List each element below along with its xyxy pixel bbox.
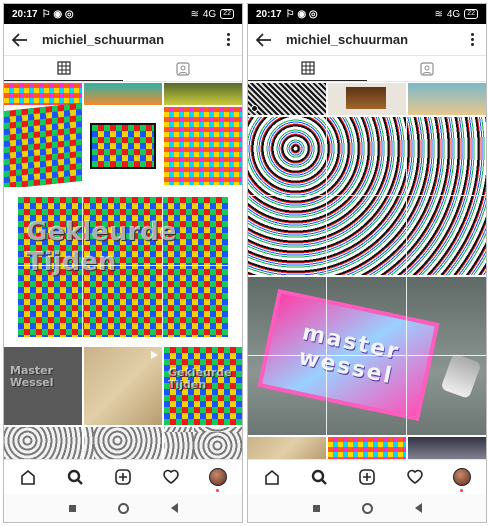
post-thumbnail[interactable] <box>328 83 406 115</box>
poster-image: master wessel <box>257 288 440 422</box>
post-thumbnail[interactable] <box>164 83 242 105</box>
back-triangle-icon[interactable] <box>170 503 178 513</box>
post-thumbnail[interactable] <box>4 102 82 190</box>
back-arrow-icon[interactable] <box>256 31 274 49</box>
post-thumbnail[interactable] <box>328 437 406 459</box>
image-text: Master Wessel <box>10 364 54 389</box>
bottom-nav <box>4 459 242 494</box>
notification-icons: ⚐ ◉ ◎ <box>41 8 74 20</box>
carousel-icon <box>251 105 258 112</box>
system-nav-bar <box>4 494 242 522</box>
new-post-icon[interactable] <box>356 466 378 488</box>
profile-tabs <box>248 56 486 82</box>
phone-screen-right: 20:17 ⚐ ◉ ◎ ≋ 4G 22 michiel_schuurman <box>247 3 487 523</box>
bottom-nav <box>248 459 486 494</box>
post-thumbnail[interactable]: Master Wessel <box>4 347 82 425</box>
post-grid: master wessel <box>248 83 486 459</box>
post-thumbnail-large[interactable]: Gekleurde Tijden <box>4 187 242 345</box>
profile-username: michiel_schuurman <box>286 32 409 47</box>
tab-grid[interactable] <box>4 56 123 81</box>
search-icon[interactable] <box>64 466 86 488</box>
wifi-icon: ≋ <box>190 8 199 20</box>
image-text: Gekleurde Tijden <box>26 217 177 277</box>
post-thumbnail-large[interactable] <box>248 117 486 275</box>
notification-dot <box>460 489 464 492</box>
grid-icon <box>56 61 71 75</box>
profile-header: michiel_schuurman <box>4 24 242 56</box>
tab-tagged[interactable] <box>123 56 242 81</box>
tab-grid[interactable] <box>248 56 367 81</box>
post-thumbnail[interactable] <box>248 83 326 115</box>
heart-icon[interactable] <box>160 466 182 488</box>
notification-icons: ⚐ ◉ ◎ <box>285 8 318 20</box>
profile-username: michiel_schuurman <box>42 32 165 47</box>
tab-tagged[interactable] <box>367 56 486 81</box>
post-thumbnail[interactable] <box>84 83 162 105</box>
battery-icon: 22 <box>220 9 234 19</box>
post-thumbnail[interactable] <box>164 107 242 185</box>
status-time: 20:17 <box>256 8 282 20</box>
tagged-person-icon <box>175 61 190 76</box>
post-thumbnail[interactable] <box>408 83 486 115</box>
profile-avatar[interactable] <box>451 466 473 492</box>
wifi-icon: ≋ <box>434 8 443 20</box>
home-circle-icon[interactable] <box>361 502 373 514</box>
new-post-icon[interactable] <box>112 466 134 488</box>
status-bar: 20:17 ⚐ ◉ ◎ ≋ 4G 22 <box>248 4 486 24</box>
home-icon[interactable] <box>17 466 39 488</box>
recents-square-icon[interactable] <box>312 504 320 512</box>
system-nav-bar <box>248 494 486 522</box>
profile-tabs <box>4 56 242 82</box>
post-thumbnail[interactable] <box>408 437 486 459</box>
recents-square-icon[interactable] <box>68 504 76 512</box>
post-thumbnail[interactable] <box>84 427 162 459</box>
post-thumbnail[interactable] <box>248 437 326 459</box>
battery-icon: 22 <box>464 9 478 19</box>
post-thumbnail[interactable]: Gekleurde Tijden <box>164 347 242 425</box>
status-bar: 20:17 ⚐ ◉ ◎ ≋ 4G 22 <box>4 4 242 24</box>
post-thumbnail[interactable] <box>4 83 82 105</box>
post-thumbnail[interactable] <box>84 107 162 185</box>
back-arrow-icon[interactable] <box>12 31 30 49</box>
more-vertical-icon[interactable] <box>222 33 234 46</box>
back-triangle-icon[interactable] <box>414 503 422 513</box>
heart-icon[interactable] <box>404 466 426 488</box>
status-time: 20:17 <box>12 8 38 20</box>
post-thumbnail-large[interactable]: master wessel <box>248 277 486 435</box>
tagged-person-icon <box>419 61 434 76</box>
profile-avatar[interactable] <box>207 466 229 492</box>
image-text: Gekleurde Tijden <box>168 366 232 391</box>
signal-label: 4G <box>202 8 217 20</box>
post-grid: Gekleurde Tijden Master Wessel Gekleurde… <box>4 83 242 459</box>
notification-dot <box>216 489 220 492</box>
search-icon[interactable] <box>308 466 330 488</box>
avatar <box>209 468 228 486</box>
video-icon <box>151 351 158 359</box>
grid-icon <box>300 61 315 75</box>
phone-screen-left: 20:17 ⚐ ◉ ◎ ≋ 4G 22 michiel_schuurman <box>3 3 243 523</box>
post-thumbnail[interactable] <box>84 347 162 425</box>
signal-label: 4G <box>446 8 461 20</box>
post-thumbnail[interactable] <box>164 427 242 459</box>
profile-header: michiel_schuurman <box>248 24 486 56</box>
home-circle-icon[interactable] <box>117 502 129 514</box>
home-icon[interactable] <box>261 466 283 488</box>
avatar <box>453 468 472 486</box>
post-thumbnail[interactable] <box>4 427 82 459</box>
more-vertical-icon[interactable] <box>466 33 478 46</box>
